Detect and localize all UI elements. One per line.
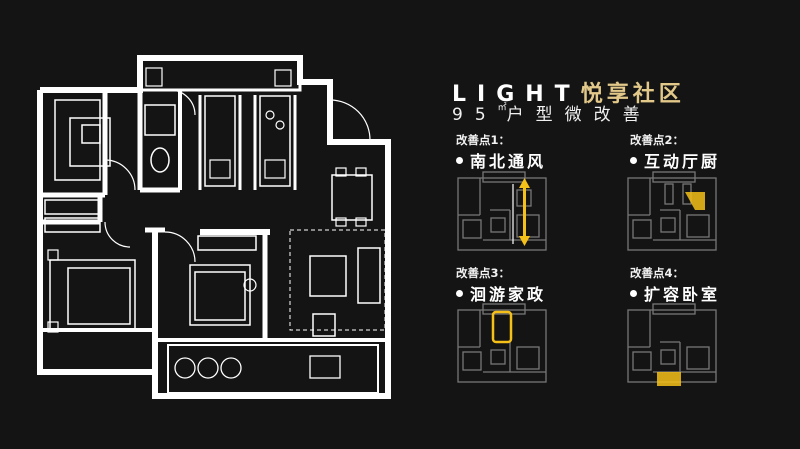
kitchen-highlight-icon — [685, 192, 705, 210]
point-1-label: 改善点1： — [456, 133, 511, 147]
subtitle-rest: 户型微改善 — [506, 105, 652, 125]
point-1-name: 南北通风 — [456, 148, 546, 172]
thumbnail-bedroom — [627, 303, 717, 386]
point-4-label: 改善点4： — [630, 266, 685, 280]
arrow-icon — [519, 178, 530, 246]
point-2-label: 改善点2： — [630, 133, 685, 147]
point-3-name: 洄游家政 — [456, 281, 546, 305]
subtitle-unit: ㎡ — [497, 103, 507, 113]
point-4-name: 扩容卧室 — [630, 281, 720, 305]
bullet-icon — [456, 290, 463, 297]
title-cjk: 悦享社区 — [580, 82, 685, 107]
bedroom-highlight-icon — [657, 372, 681, 386]
point-2-name: 互动厅厨 — [630, 148, 720, 172]
point-3-label: 改善点3： — [456, 266, 511, 280]
page-subtitle: 95㎡户型微改善 — [452, 100, 732, 125]
thumbnail-kitchen — [627, 171, 717, 251]
subtitle-number: 95 — [452, 105, 498, 125]
bullet-icon — [456, 157, 463, 164]
thumbnail-loop — [457, 303, 547, 383]
thumbnail-ventilation — [457, 171, 547, 251]
bullet-icon — [630, 157, 637, 164]
title-latin: LIGHT — [452, 82, 581, 107]
loop-highlight-icon — [491, 310, 513, 344]
floor-plan — [37, 55, 391, 399]
page-title: LIGHT悦享社区 — [452, 76, 732, 108]
bullet-icon — [630, 290, 637, 297]
